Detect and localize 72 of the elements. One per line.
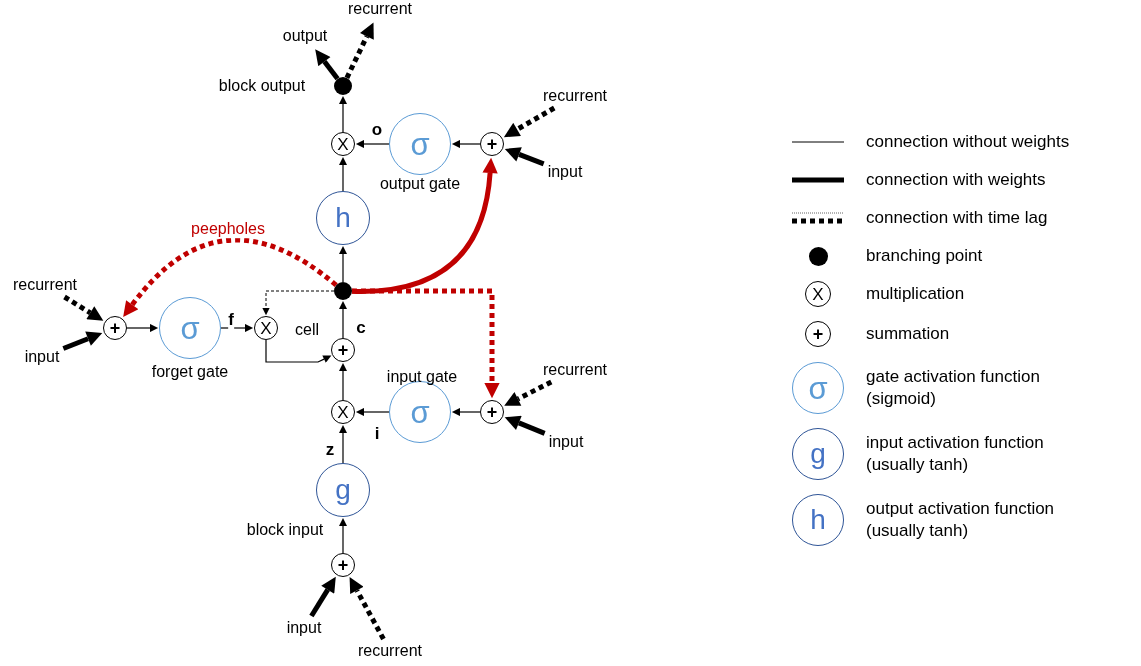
arrow [355, 407, 390, 417]
summation-node: + [480, 400, 504, 424]
signal-label: recurrent [348, 0, 412, 18]
branching-point [334, 282, 352, 300]
arrow [504, 415, 546, 436]
symbol-sample: h [792, 494, 844, 546]
signal-label: output [282, 27, 328, 45]
node-caption: output gate [379, 175, 461, 193]
node-caption: block input [246, 521, 324, 539]
legend-text: multiplication [866, 282, 965, 305]
summation-node: + [331, 338, 355, 362]
arrow [504, 147, 545, 167]
arrow [451, 139, 481, 149]
signal-label: input [24, 348, 60, 366]
arrow [349, 577, 386, 641]
arrow [338, 424, 348, 464]
arrow [315, 49, 340, 81]
signal-label: recurrent [543, 361, 607, 379]
node-caption: forget gate [151, 363, 229, 381]
peephole-arrow [122, 237, 338, 317]
gate-activation-node: σ [159, 297, 221, 359]
activation-function-node: h [316, 191, 370, 245]
arrow [338, 300, 348, 339]
arrow [62, 331, 103, 351]
legend-text: input activation function (usually tanh) [866, 431, 1045, 476]
legend-text: connection without weights [866, 130, 1070, 153]
arrow [63, 294, 104, 321]
multiplication-node: X [331, 132, 355, 156]
summation-node: + [103, 316, 127, 340]
arrow [355, 139, 390, 149]
signal-label: input [547, 163, 583, 181]
legend-text: connection with time lag [866, 206, 1048, 229]
multiplication-node: X [254, 316, 278, 340]
arrow [338, 156, 348, 192]
legend-text: gate activation function (sigmoid) [866, 365, 1041, 410]
arrow [451, 407, 481, 417]
peephole-arrow [352, 288, 500, 399]
symbol-sample: + [805, 321, 831, 347]
signal-label: recurrent [543, 87, 607, 105]
arrow [504, 379, 553, 406]
legend-text: output activation function (usually tanh) [866, 497, 1056, 542]
arrow [126, 323, 159, 333]
symbol-sample: σ [792, 362, 844, 414]
edge-label: peepholes [191, 220, 265, 238]
arrow [309, 576, 336, 618]
legend-text: branching point [866, 244, 983, 267]
arrow [344, 22, 374, 79]
symbol-sample: g [792, 428, 844, 480]
multiplication-node: X [331, 400, 355, 424]
node-caption: block output [218, 77, 306, 95]
arrow [503, 105, 556, 138]
activation-function-node: g [316, 463, 370, 517]
arrow [262, 290, 335, 316]
gate-activation-node: σ [389, 113, 451, 175]
summation-node: + [480, 132, 504, 156]
arrow [338, 95, 348, 133]
legend-text: summation [866, 322, 950, 345]
arrow [220, 323, 254, 333]
cell-label: cell [295, 321, 319, 339]
arrow [338, 362, 348, 401]
signal-label: recurrent [13, 276, 77, 294]
branching-point [334, 77, 352, 95]
summation-node: + [331, 553, 355, 577]
edge-label: f [228, 310, 234, 330]
signal-label: recurrent [358, 642, 422, 660]
signal-label: input [286, 619, 322, 637]
arrow [265, 339, 332, 363]
signal-label: input [548, 433, 584, 451]
arrow [338, 245, 348, 283]
legend-text: connection with weights [866, 168, 1046, 191]
arrow [338, 517, 348, 554]
symbol-sample: X [805, 281, 831, 307]
